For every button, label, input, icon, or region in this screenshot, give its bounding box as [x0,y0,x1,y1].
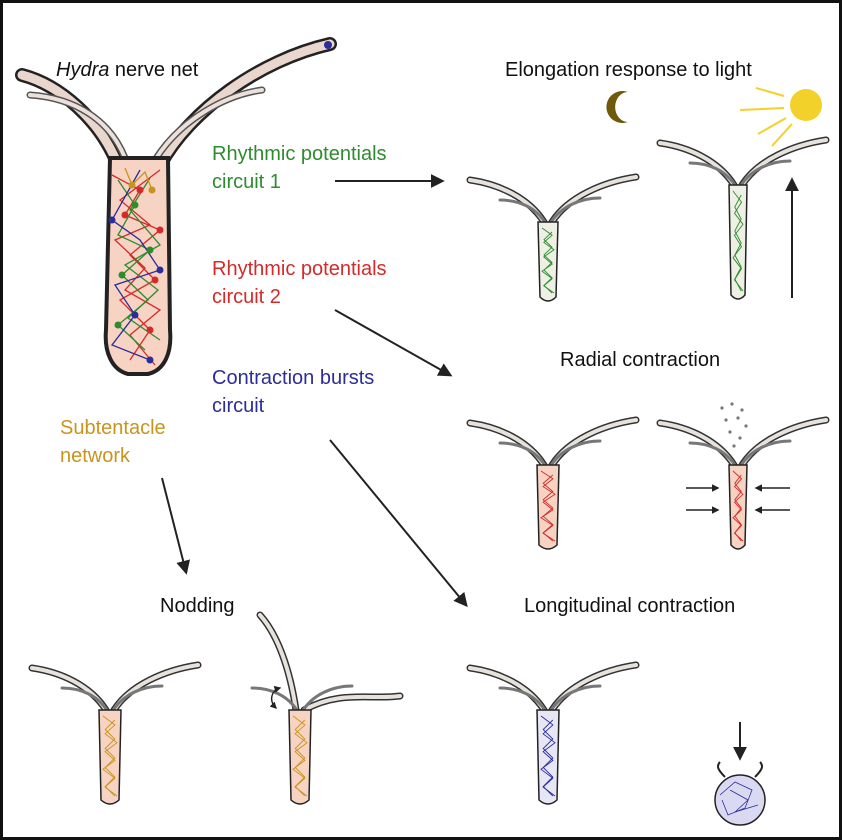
label-cb-line1: Contraction bursts [212,367,374,389]
label-rp1-line1: Rhythmic potentials [212,143,387,165]
hydra-nodding-bent [250,611,404,805]
label-radial: Radial contraction [560,349,720,371]
label-elongation: Elongation response to light [505,59,752,81]
label-subtentacle-line1: Subtentacle [60,417,166,439]
small-hydra-group [28,136,830,805]
arrow-bursts-to-longitudinal [329,439,468,608]
figure-title: Hydra nerve net [56,59,199,81]
label-rp2-line1: Rhythmic potentials [212,258,387,280]
arrow-circuit2-to-radial [334,309,453,377]
main-body [103,156,173,376]
contracted-hydra [714,761,766,826]
sun-icon [739,87,822,147]
hydra-nerve-net-main [15,37,337,376]
label-rp1-line2: circuit 1 [212,171,281,193]
label-cb-line2: circuit [212,395,265,417]
hydra-nodding-rest [28,661,202,805]
nodding-motion-icon [269,685,282,709]
label-longitudinal: Longitudinal contraction [524,595,735,617]
ejection-droplets [720,402,748,448]
moon-icon [606,91,628,123]
label-subtentacle-line2: network [60,445,131,467]
label-nodding: Nodding [160,595,235,617]
hydra-radial-before [466,416,640,550]
label-rp2-line2: circuit 2 [212,286,281,308]
hydra-elongation-dark [466,173,640,302]
arrow-subtentacle-to-nodding [161,477,191,575]
hydra-elongation-light [656,136,830,300]
hydra-longitudinal-before [466,661,640,805]
hydra-radial-squeezed [656,416,830,550]
